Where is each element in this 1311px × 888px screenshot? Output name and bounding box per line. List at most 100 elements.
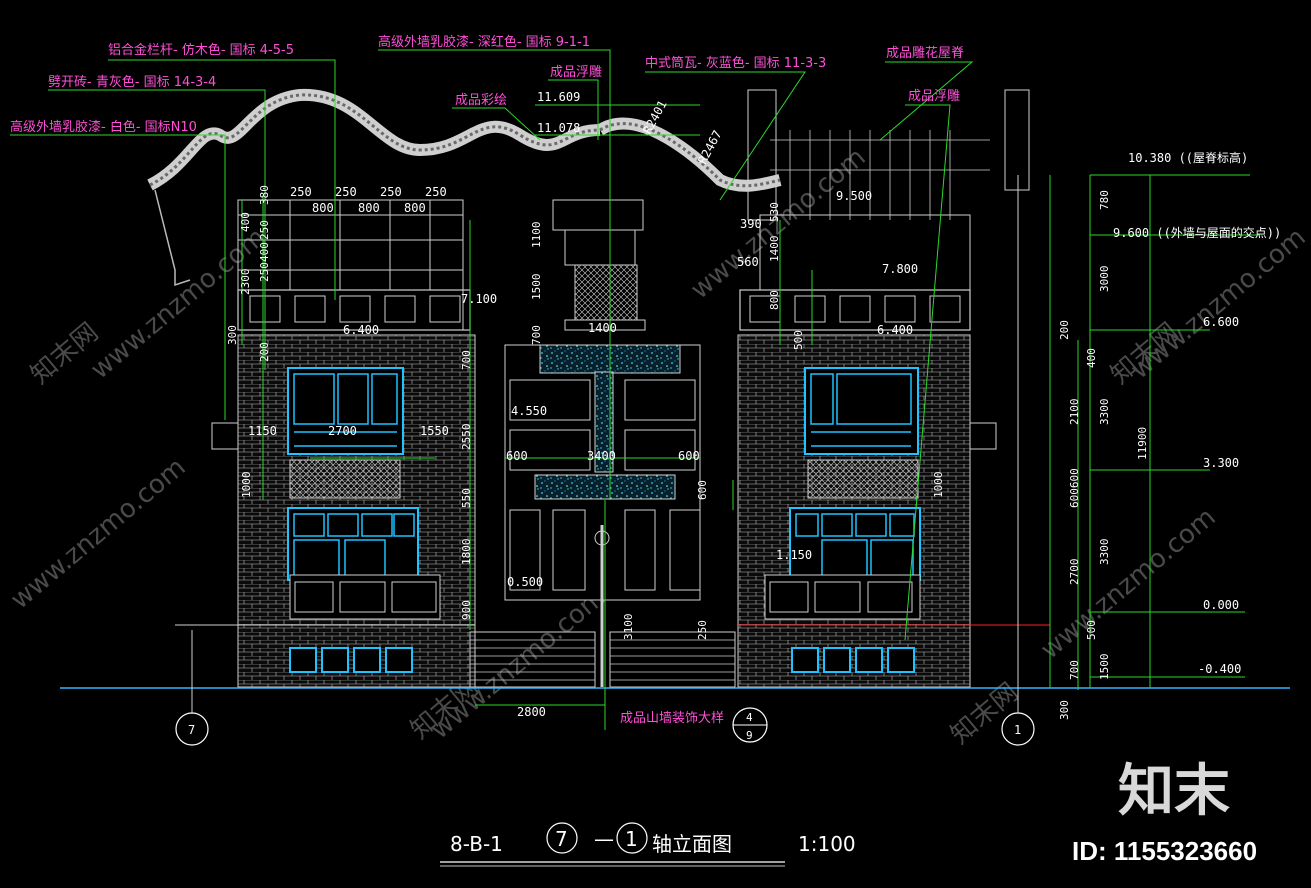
annotation-painting: 成品彩绘 — [455, 93, 507, 108]
level-6600: 6.600 — [1203, 315, 1239, 329]
dim-390: 390 — [740, 217, 762, 231]
annotation-group: 铝合金栏杆- 仿木色- 国标 4-5-5 劈开砖- 青灰色- 国标 14-3-4… — [10, 34, 964, 726]
level-labels: 11.609 11.078 R2401 R2467 9.500 7.800 7.… — [343, 90, 1281, 676]
dim-1150: 1150 — [248, 424, 277, 438]
dim-600: 600 — [506, 449, 528, 463]
annotation-tile: 中式筒瓦- 灰蓝色- 国标 11-3-3 — [645, 55, 826, 71]
dim-11900: 11900 — [1136, 427, 1149, 460]
dim-500: 500 — [792, 330, 805, 350]
dim-3100: 3100 — [622, 614, 635, 641]
dim-550: 550 — [460, 488, 473, 508]
level-0500: 0.500 — [507, 575, 543, 589]
dim-250: 250 — [258, 262, 271, 282]
dim-2700: 2700 — [1068, 559, 1081, 586]
title-code: 8-B-1 — [450, 832, 503, 856]
level-4550: 4.550 — [511, 404, 547, 418]
watermark-site: www.znzmo.com — [1035, 502, 1221, 665]
dim-800: 800 — [404, 201, 426, 215]
dim-250: 250 — [696, 620, 709, 640]
dim-380: 380 — [258, 185, 271, 205]
level-11609: 11.609 — [537, 90, 580, 104]
level-6400-right: 6.400 — [877, 323, 913, 337]
dim-530: 530 — [768, 202, 781, 222]
dim-1000: 1000 — [240, 472, 253, 499]
dim-2700: 2700 — [328, 424, 357, 438]
leader-lines — [10, 49, 1260, 730]
center-section — [469, 199, 736, 688]
radius-2467: R2467 — [695, 128, 724, 166]
title-axis-from: 7 — [555, 827, 568, 851]
dim-1800: 1800 — [460, 539, 473, 566]
dim-200: 200 — [258, 342, 271, 362]
detail-bottom: 9 — [746, 729, 753, 742]
dim-1400: 1400 — [588, 321, 617, 335]
dim-700: 700 — [530, 325, 543, 345]
level-9600: 9.600 ((外墙与屋面的交点)) — [1113, 225, 1281, 240]
annotation-railing: 铝合金栏杆- 仿木色- 国标 4-5-5 — [108, 42, 294, 58]
axis-label-right: 1 — [1014, 723, 1021, 737]
left-wing — [175, 199, 476, 688]
dim-300: 300 — [226, 325, 239, 345]
level-6400-left: 6.400 — [343, 323, 379, 337]
dim-2300: 2300 — [239, 269, 252, 296]
dim-1400: 1400 — [768, 236, 781, 263]
level-1150: 1.150 — [776, 548, 812, 562]
dim-3400: 3400 — [587, 449, 616, 463]
annotation-relief-2: 成品浮雕 — [908, 89, 960, 104]
annotation-brick: 劈开砖- 青灰色- 国标 14-3-4 — [48, 74, 216, 90]
level-11078: 11.078 — [537, 121, 580, 135]
brand-logo: 知末 — [1118, 759, 1230, 824]
dim-600: 600 — [696, 480, 709, 500]
dim-1100: 1100 — [530, 222, 543, 249]
level-7100: 7.100 — [461, 292, 497, 306]
level-0000: 0.000 — [1203, 598, 1239, 612]
dim-1550: 1550 — [420, 424, 449, 438]
dim-3300: 3300 — [1098, 399, 1111, 426]
dim-700: 700 — [460, 350, 473, 370]
dim-900: 900 — [460, 600, 473, 620]
vertical-dims: 380 400 250 400 250 2300 300 200 1000 11… — [226, 185, 1149, 720]
drawing-title: 8-B-1 7 — 1 轴立面图 1:100 — [440, 822, 856, 867]
dim-2100: 2100 — [1068, 399, 1081, 426]
dim-250: 250 — [425, 185, 447, 199]
dim-500: 500 — [1085, 620, 1098, 640]
title-scale: 1:100 — [798, 832, 856, 856]
title-dash: — — [594, 827, 614, 851]
dim-300: 300 — [1058, 700, 1071, 720]
annotation-gable: 成品山墙装饰大样 — [620, 711, 724, 726]
dim-560: 560 — [737, 255, 759, 269]
dim-400: 400 — [1085, 348, 1098, 368]
dim-1500: 1500 — [1098, 654, 1111, 681]
dim-800: 800 — [312, 201, 334, 215]
dim-1000: 1000 — [932, 472, 945, 499]
dim-1500: 1500 — [530, 274, 543, 301]
dim-600: 600 — [678, 449, 700, 463]
level-m0400: -0.400 — [1198, 662, 1241, 676]
dim-600600: 600600 — [1068, 468, 1081, 508]
dim-250: 250 — [335, 185, 357, 199]
horizontal-dims: 250 250 250 250 800 800 800 1150 2700 15… — [248, 185, 762, 719]
level-9500: 9.500 — [836, 189, 872, 203]
axis-bubble-right — [1001, 712, 1035, 746]
level-3300: 3.300 — [1203, 456, 1239, 470]
dim-200: 200 — [1058, 320, 1071, 340]
dim-800: 800 — [358, 201, 380, 215]
level-10380: 10.380 ((屋脊标高) — [1128, 150, 1248, 165]
dim-250: 250 — [380, 185, 402, 199]
dim-3300: 3300 — [1098, 539, 1111, 566]
annotation-relief-1: 成品浮雕 — [550, 65, 602, 80]
dim-250: 250 — [258, 220, 271, 240]
title-name: 轴立面图 — [652, 832, 732, 856]
detail-top: 4 — [746, 711, 753, 724]
level-7800: 7.800 — [882, 262, 918, 276]
axis-bubbles: 7 1 4 9 — [175, 707, 1035, 746]
annotation-ridge: 成品雕花屋脊 — [886, 45, 964, 61]
dim-800: 800 — [768, 290, 781, 310]
right-wing — [737, 89, 1050, 688]
brand-block: 知末 ID: 1155323660 — [1072, 759, 1257, 866]
dim-400: 400 — [239, 212, 252, 232]
dim-700: 700 — [1068, 660, 1081, 680]
axis-label-left: 7 — [188, 723, 195, 737]
image-id: ID: 1155323660 — [1072, 836, 1257, 866]
